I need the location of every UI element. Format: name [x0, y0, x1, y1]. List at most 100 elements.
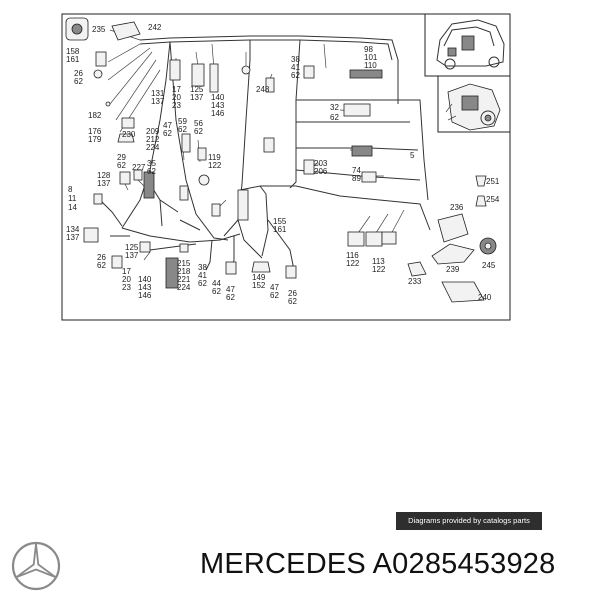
part-label: 62: [330, 113, 339, 122]
part-label: 239: [446, 265, 460, 274]
part-label: 44: [212, 279, 221, 288]
part-label: 221: [177, 275, 191, 284]
part-label: 242: [148, 23, 162, 32]
part-label: 62: [194, 127, 203, 136]
part-label: 218: [177, 267, 191, 276]
part-label: 140: [138, 275, 152, 284]
part-label: 224: [146, 143, 160, 152]
part-label: 125: [190, 85, 204, 94]
vehicle-sketch: [436, 19, 505, 70]
part-label: 62: [226, 293, 235, 302]
provider-banner: Diagrams provided by catalogs parts: [396, 512, 542, 530]
part-label: 113: [372, 257, 385, 266]
part-label: 122: [346, 259, 360, 268]
part-label: 143: [138, 283, 152, 292]
part-label: 20: [172, 93, 181, 102]
part-label: 179: [88, 135, 102, 144]
part-label: 74: [352, 166, 361, 175]
part-label: 8: [68, 185, 73, 194]
part-label: 146: [138, 291, 152, 300]
part-label: 35: [147, 159, 156, 168]
part-label: 23: [172, 101, 181, 110]
part-label: 240: [478, 293, 492, 302]
part-label: 161: [273, 225, 287, 234]
part-label: 140: [211, 93, 225, 102]
diagram-border: [61, 13, 511, 321]
part-label: 137: [66, 233, 80, 242]
part-label: 29: [117, 153, 126, 162]
part-label: 26: [288, 289, 297, 298]
part-label: 62: [178, 125, 187, 134]
part-label: 41: [291, 63, 300, 72]
part-label: 236: [450, 203, 464, 212]
part-label: 56: [194, 119, 203, 128]
part-label: 38: [198, 263, 207, 272]
part-label: 155: [273, 217, 287, 226]
part-label: 62: [163, 129, 172, 138]
part-label: 227: [132, 163, 146, 172]
part-label: 161: [66, 55, 80, 64]
part-label: 134: [66, 225, 80, 234]
part-label: 5: [410, 151, 415, 160]
part-label: 122: [372, 265, 386, 274]
part-label: 149: [252, 273, 266, 282]
part-label: 62: [147, 167, 156, 176]
part-label: 212: [146, 135, 160, 144]
part-label: 125: [125, 243, 139, 252]
part-label: 47: [270, 283, 279, 292]
part-label: 62: [291, 71, 300, 80]
part-label: 248: [256, 85, 270, 94]
part-label: 47: [163, 121, 172, 130]
part-label: 59: [178, 117, 187, 126]
part-label: 26: [97, 253, 106, 262]
part-label: 119: [208, 153, 221, 162]
part-label: 110: [364, 61, 377, 70]
part-label: 224: [177, 283, 191, 292]
part-label: 251: [486, 177, 500, 186]
part-label: 137: [97, 179, 111, 188]
part-label: 254: [486, 195, 500, 204]
part-label: 62: [270, 291, 279, 300]
part-label: 137: [151, 97, 165, 106]
part-label: 38: [291, 55, 300, 64]
part-label: 128: [97, 171, 111, 180]
part-label: 230: [122, 130, 136, 139]
part-label: 17: [172, 85, 181, 94]
part-label: 137: [190, 93, 204, 102]
part-label: 26: [74, 69, 83, 78]
part-label: 158: [66, 47, 80, 56]
part-label: 62: [198, 279, 207, 288]
part-label: 176: [88, 127, 102, 136]
part-label: 235: [92, 25, 106, 34]
part-label: 23: [122, 283, 131, 292]
product-title: MERCEDES A0285453928: [200, 548, 556, 580]
part-label: 152: [252, 281, 266, 290]
part-label: 98: [364, 45, 373, 54]
part-label: 14: [68, 203, 77, 212]
engine-sketch: [445, 83, 501, 131]
part-label: 62: [97, 261, 106, 270]
part-label: 62: [288, 297, 297, 306]
part-label: 206: [314, 167, 328, 176]
part-label: 62: [74, 77, 83, 86]
part-label: 245: [482, 261, 496, 270]
component-parts: [65, 17, 497, 303]
part-label: 143: [211, 101, 225, 110]
part-label: 233: [408, 277, 422, 286]
part-label: 122: [208, 161, 222, 170]
part-label: 215: [177, 259, 191, 268]
part-label: 20: [122, 275, 131, 284]
part-label: 146: [211, 109, 225, 118]
part-label: 182: [88, 111, 102, 120]
part-label: 116: [346, 251, 359, 260]
part-label: 137: [125, 251, 139, 260]
part-label: 11: [68, 194, 77, 203]
part-label: 209: [146, 127, 160, 136]
part-label: 203: [314, 159, 328, 168]
part-label: 62: [117, 161, 126, 170]
part-label: 131: [151, 89, 165, 98]
mercedes-star-icon: [11, 541, 61, 591]
part-label: 89: [352, 174, 361, 183]
part-label: 47: [226, 285, 235, 294]
